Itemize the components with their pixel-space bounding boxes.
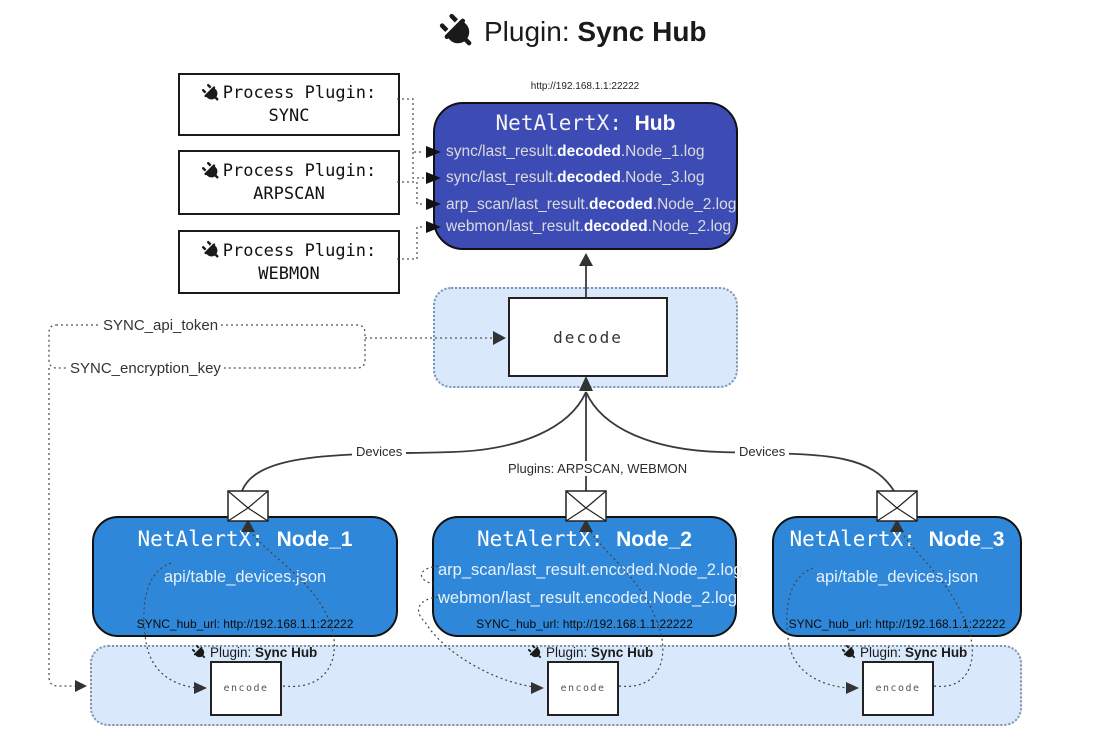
hub-file-entry: webmon/last_result.decoded.Node_2.log <box>446 218 732 235</box>
encoder3-label: Plugin: Sync Hub <box>842 645 967 660</box>
devices-edge-label-left: Devices <box>352 444 407 459</box>
node2-title: NetAlertX: Node_2 <box>477 527 692 551</box>
plug-icon <box>198 237 225 264</box>
hub-box <box>433 102 738 250</box>
process-plugin-webmon-box: Process Plugin: WEBMON <box>178 230 400 294</box>
process-plugin-name: ARPSCAN <box>253 184 325 204</box>
plug-icon <box>198 80 225 107</box>
encoder-label-text: Plugin: Sync Hub <box>860 645 968 660</box>
plug-icon <box>839 642 860 663</box>
encoder-label-text: Plugin: Sync Hub <box>210 645 318 660</box>
page-title-text: Plugin: Sync Hub <box>484 16 707 47</box>
process-plugin-name: WEBMON <box>258 263 320 284</box>
node3-title: NetAlertX: Node_3 <box>789 527 1005 551</box>
hub-url-label: http://192.168.1.1:22222 <box>530 81 640 92</box>
encoder2-label: Plugin: Sync Hub <box>528 645 653 660</box>
plugins-edge-label: Plugins: ARPSCAN, WEBMON <box>504 461 692 476</box>
page-title: Plugin: Sync Hub <box>440 14 707 50</box>
process-plugin-arpscan-box: Process Plugin: ARPSCAN <box>178 150 400 215</box>
node3-footer: SYNC_hub_url: http://192.168.1.1:22222 <box>788 617 1006 631</box>
node2-file: webmon/last_result.encoded.Node_2.log <box>438 589 738 607</box>
node2-footer: SYNC_hub_url: http://192.168.1.1:22222 <box>476 617 693 631</box>
process-plugin-label: Process Plugin: <box>222 240 377 261</box>
process-plugin-name: SYNC <box>268 106 310 126</box>
plugin-to-hub-connectors <box>397 98 424 260</box>
hub-title: NetAlertX: Hub <box>495 111 676 135</box>
plug-icon <box>525 642 546 663</box>
hub-file-entry: arp_scan/last_result.decoded.Node_2.log <box>446 196 737 213</box>
plug-icon <box>189 642 210 663</box>
node1-box <box>92 516 398 637</box>
encode2-box: encode <box>547 661 619 716</box>
encoder1-label: Plugin: Sync Hub <box>192 645 317 660</box>
process-plugin-label: Process Plugin: <box>222 161 377 181</box>
node3-file: api/table_devices.json <box>815 568 979 586</box>
process-plugin-label: Process Plugin: <box>222 83 377 103</box>
plug-icon <box>433 7 484 58</box>
sync-api-token-label: SYNC_api_token <box>100 317 222 334</box>
node1-title: NetAlertX: Node_1 <box>137 527 353 551</box>
hub-file-entry: sync/last_result.decoded.Node_3.log <box>446 169 705 186</box>
decode-box: decode <box>508 297 668 377</box>
node2-file: arp_scan/last_result.encoded.Node_2.log <box>438 561 743 579</box>
encode1-box: encode <box>210 661 282 716</box>
node1-footer: SYNC_hub_url: http://192.168.1.1:22222 <box>136 617 354 631</box>
hub-file-entry: sync/last_result.decoded.Node_1.log <box>446 143 705 160</box>
node1-file: api/table_devices.json <box>163 568 327 586</box>
encode3-box: encode <box>862 661 934 716</box>
plug-icon <box>198 158 225 185</box>
sync-encryption-key-label: SYNC_encryption_key <box>67 360 224 377</box>
devices-edge-label-right: Devices <box>735 444 790 459</box>
encoder-label-text: Plugin: Sync Hub <box>546 645 654 660</box>
process-plugin-sync-box: Process Plugin: SYNC <box>178 73 400 136</box>
